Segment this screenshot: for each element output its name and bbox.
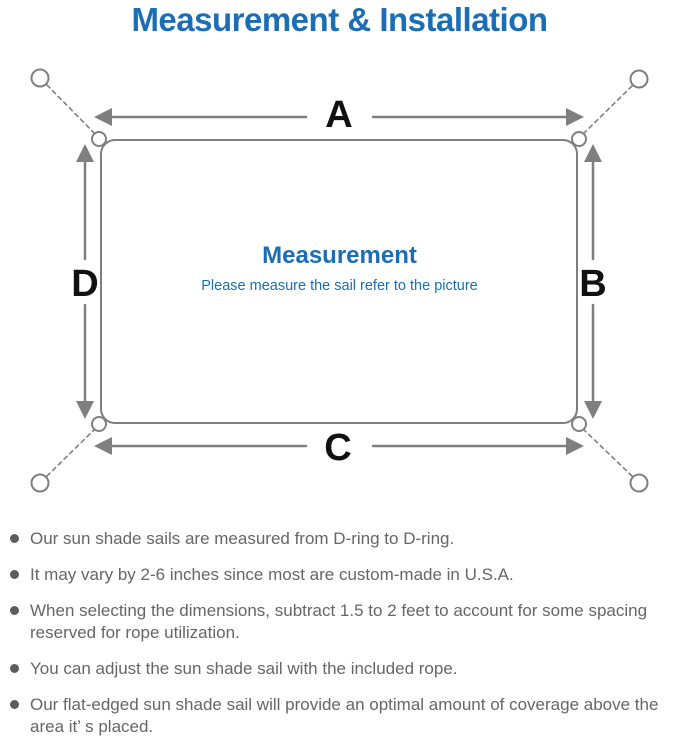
dimension-c-label: C [324, 427, 351, 469]
rope-line-bottom-right [579, 425, 633, 477]
dimension-d-arrow: D [71, 144, 99, 419]
d-rings [91, 131, 587, 432]
d-ring-icon [571, 416, 587, 432]
note-text: It may vary by 2-6 inches since most are… [30, 565, 514, 584]
note-text: You can adjust the sun shade sail with t… [30, 659, 458, 678]
dimension-b-label: B [579, 263, 606, 305]
diagram-subheading: Please measure the sail refer to the pic… [201, 278, 478, 294]
d-ring-icon [571, 131, 587, 147]
rope-line-top-right [579, 85, 633, 138]
diagram-heading: Measurement [262, 242, 417, 269]
bullet-icon [10, 606, 19, 615]
arrow-up-icon [584, 144, 602, 162]
arrow-down-icon [584, 401, 602, 419]
note-text: Our flat-edged sun shade sail will provi… [30, 695, 659, 736]
arrow-down-icon [76, 401, 94, 419]
arrow-left-icon [94, 108, 112, 126]
note-text: Our sun shade sails are measured from D-… [30, 529, 455, 548]
arrow-up-icon [76, 144, 94, 162]
page-title: Measurement & Installation [131, 1, 548, 38]
bullet-icon [10, 664, 19, 673]
note-text: When selecting the dimensions, subtract … [30, 601, 648, 642]
bullet-icon [10, 570, 19, 579]
anchor-point-icon [30, 68, 50, 88]
note-item: You can adjust the sun shade sail with t… [10, 658, 666, 680]
d-ring-icon [91, 131, 107, 147]
anchor-point-icon [629, 473, 649, 493]
note-item: Our flat-edged sun shade sail will provi… [10, 694, 666, 738]
notes-list: Our sun shade sails are measured from D-… [10, 528, 666, 739]
bullet-icon [10, 700, 19, 709]
dimension-d-label: D [71, 263, 98, 305]
note-item: Our sun shade sails are measured from D-… [10, 528, 666, 550]
anchor-points [30, 68, 649, 493]
arrow-right-icon [566, 437, 584, 455]
dimension-c-arrow: C [94, 427, 584, 469]
note-item: It may vary by 2-6 inches since most are… [10, 564, 666, 586]
anchor-point-icon [629, 69, 649, 89]
note-item: When selecting the dimensions, subtract … [10, 600, 666, 644]
arrow-right-icon [566, 108, 584, 126]
dimension-b-arrow: B [579, 144, 607, 419]
d-ring-icon [91, 416, 107, 432]
rope-line-top-left [46, 84, 99, 138]
sail-outline [100, 139, 578, 424]
rope-dashed-lines [46, 84, 633, 477]
dimension-a-label: A [325, 94, 352, 136]
anchor-point-icon [30, 473, 50, 493]
rope-line-bottom-left [46, 425, 99, 477]
dimension-a-arrow: A [94, 94, 584, 136]
bullet-icon [10, 534, 19, 543]
arrow-left-icon [94, 437, 112, 455]
